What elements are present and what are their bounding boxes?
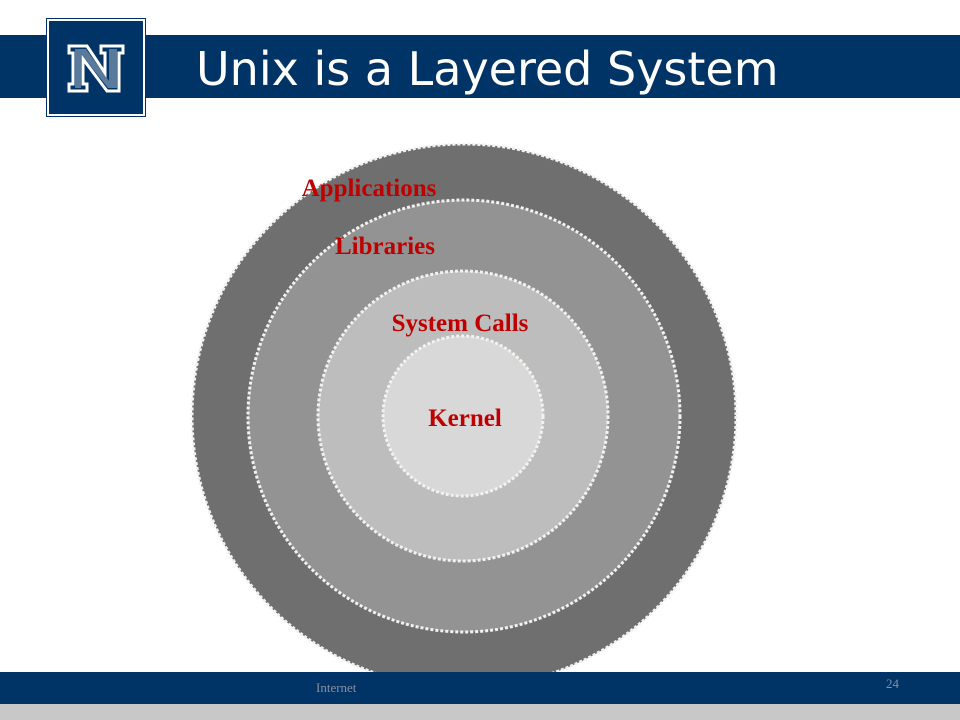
title-bar	[0, 35, 960, 98]
slide-title: Unix is a Layered System	[196, 42, 779, 96]
layer-label-system-calls: System Calls	[392, 310, 529, 337]
layer-rings	[190, 142, 738, 690]
page-number: 24	[886, 676, 899, 691]
footer-strip	[0, 704, 960, 720]
layer-label-libraries: Libraries	[335, 233, 435, 260]
layer-ring-kernel	[381, 334, 545, 498]
layer-label-kernel: Kernel	[428, 405, 502, 432]
footer-text: Internet	[316, 680, 357, 695]
footer-bar	[0, 672, 960, 704]
university-n-logo-icon	[67, 44, 125, 93]
university-logo	[47, 19, 145, 116]
layer-label-applications: Applications	[302, 175, 437, 202]
